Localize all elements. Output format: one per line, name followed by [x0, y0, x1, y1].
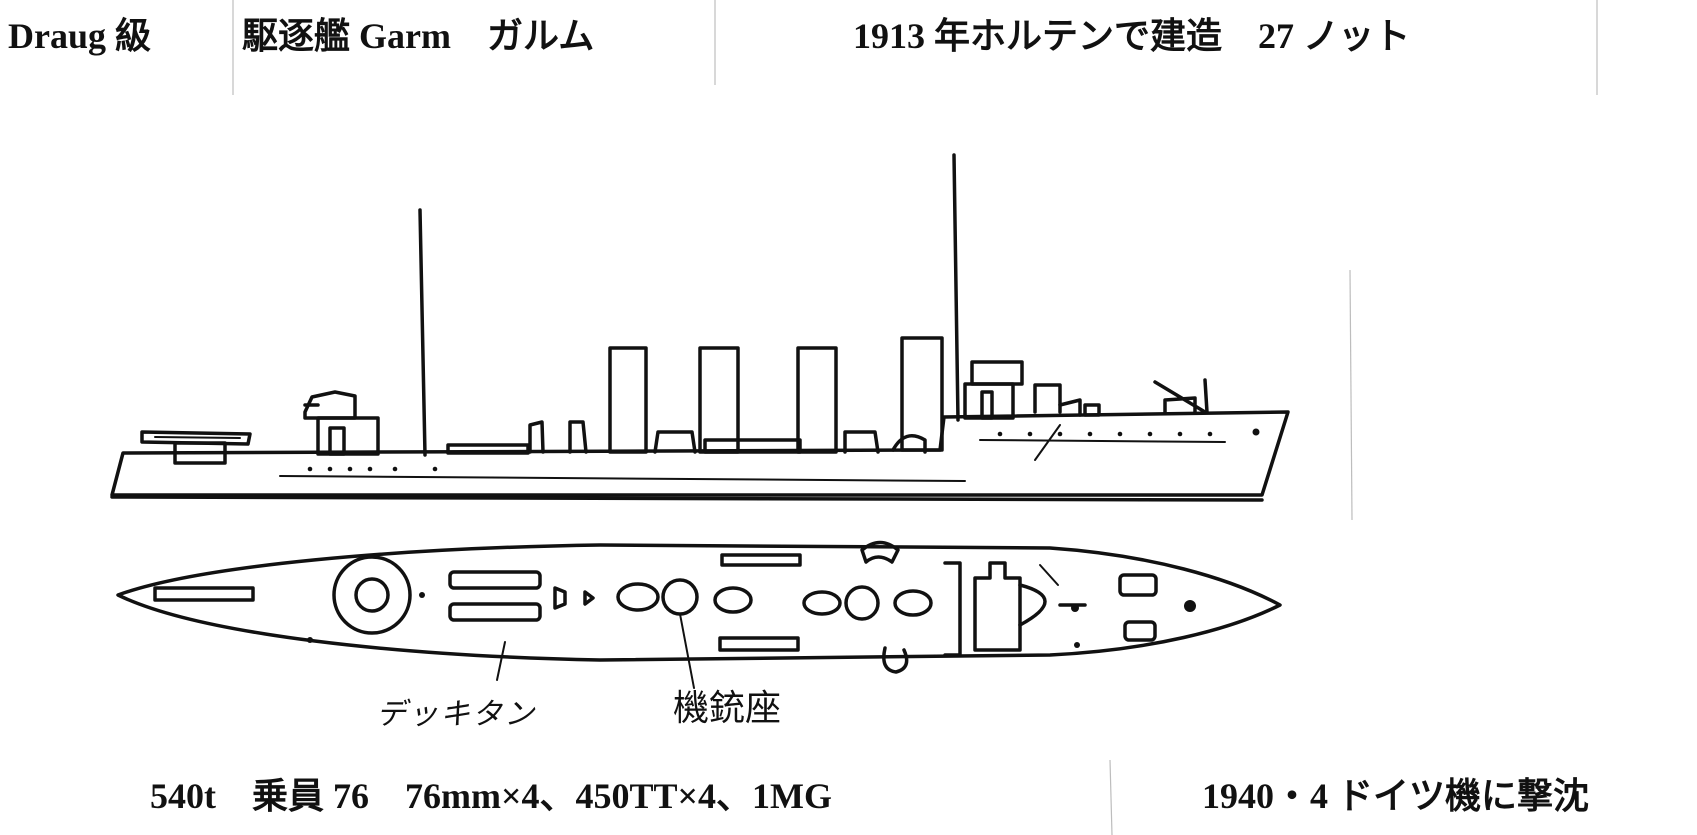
side-profile: [110, 153, 1290, 502]
deck-gun-leader: [496, 641, 506, 681]
scan-marks: [232, 0, 1598, 835]
fate-line: 1940・4 ドイツ機に撃沈: [1202, 776, 1590, 816]
plan-view: [116, 540, 1282, 689]
funnel-4: [608, 346, 648, 454]
spec-line: 540t 乗員 76 76mm×4、450TT×4、1MG: [150, 776, 832, 816]
build-info: 1913 年ホルテンで建造 27 ノット: [853, 16, 1411, 56]
hull-plan: [116, 543, 1282, 662]
mg-mount-label: 機銃座: [673, 688, 782, 728]
hull-side: [110, 410, 1290, 497]
funnel-2: [796, 346, 838, 454]
funnel-3: [698, 346, 740, 454]
main-mast: [952, 153, 960, 422]
deck-gun-label: デッキタン: [376, 698, 536, 731]
mg-mount-leader: [679, 613, 695, 689]
ship-name: 駆逐艦 Garm ガルム: [242, 16, 595, 56]
class-label: Draug 級: [8, 16, 151, 56]
funnel-1: [900, 336, 944, 452]
fore-mast: [418, 208, 427, 457]
